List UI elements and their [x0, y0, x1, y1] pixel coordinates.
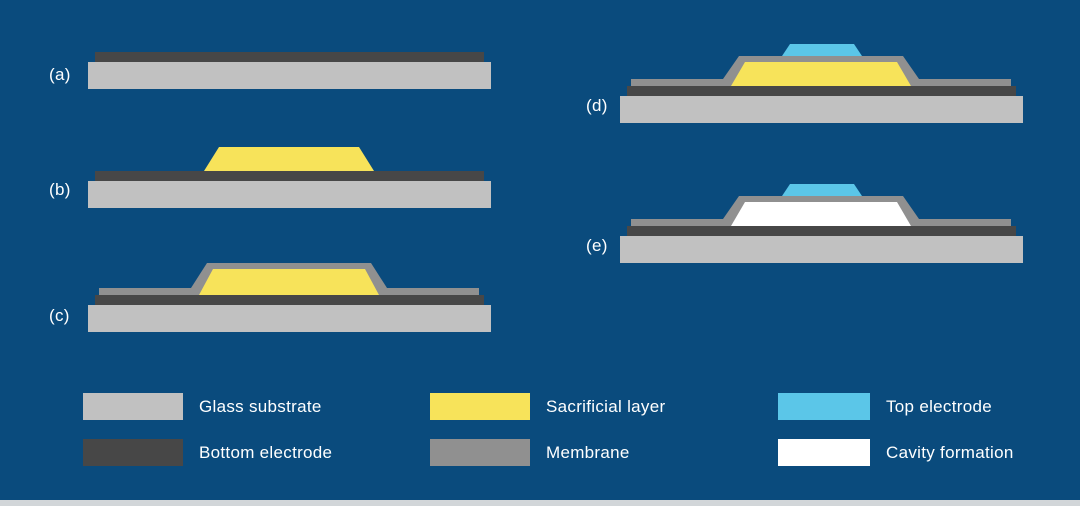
legend-label-sacrificial-layer: Sacrificial layer [546, 396, 666, 416]
legend-label-bottom-electrode: Bottom electrode [199, 442, 333, 462]
glass-substrate-layer [88, 305, 491, 332]
bottom-electrode-layer [95, 171, 484, 181]
top-electrode-shape [782, 184, 862, 196]
bottom-border-strip [0, 500, 1080, 506]
legend-swatch-glass-substrate [83, 393, 183, 420]
legend-swatch-bottom-electrode [83, 439, 183, 466]
bottom-electrode-layer [627, 226, 1016, 236]
legend-item-sacrificial-layer: Sacrificial layer [430, 393, 665, 420]
legend-label-glass-substrate: Glass substrate [199, 396, 322, 416]
legend-item-top-electrode: Top electrode [778, 393, 992, 420]
legend-label-top-electrode: Top electrode [886, 396, 992, 416]
cavity-shape [731, 202, 911, 226]
sacrificial-layer-shape [199, 269, 379, 295]
legend-swatch-top-electrode [778, 393, 870, 420]
panel-a [88, 52, 491, 89]
panel-label-b: (b) [49, 180, 71, 199]
legend-swatch-membrane [430, 439, 530, 466]
sacrificial-layer-shape [731, 62, 911, 86]
panel-c [88, 263, 491, 332]
legend-swatch-sacrificial-layer [430, 393, 530, 420]
legend-item-membrane: Membrane [430, 439, 630, 466]
panel-label-c: (c) [49, 306, 70, 325]
sacrificial-layer-shape [204, 147, 374, 171]
bottom-electrode-layer [95, 52, 484, 62]
panel-d [620, 44, 1023, 123]
glass-substrate-layer [620, 96, 1023, 123]
panel-label-d: (d) [586, 96, 608, 115]
panel-label-e: (e) [586, 236, 608, 255]
glass-substrate-layer [620, 236, 1023, 263]
legend-swatch-cavity-formation [778, 439, 870, 466]
top-electrode-shape [782, 44, 862, 56]
legend-item-cavity-formation: Cavity formation [778, 439, 1014, 466]
panel-b [88, 147, 491, 208]
glass-substrate-layer [88, 181, 491, 208]
legend-item-bottom-electrode: Bottom electrode [83, 439, 332, 466]
bottom-electrode-layer [95, 295, 484, 305]
legend-item-glass-substrate: Glass substrate [83, 393, 322, 420]
panel-e [620, 184, 1023, 263]
panel-label-a: (a) [49, 65, 71, 84]
bottom-electrode-layer [627, 86, 1016, 96]
legend-label-cavity-formation: Cavity formation [886, 442, 1014, 462]
legend-label-membrane: Membrane [546, 442, 630, 462]
glass-substrate-layer [88, 62, 491, 89]
